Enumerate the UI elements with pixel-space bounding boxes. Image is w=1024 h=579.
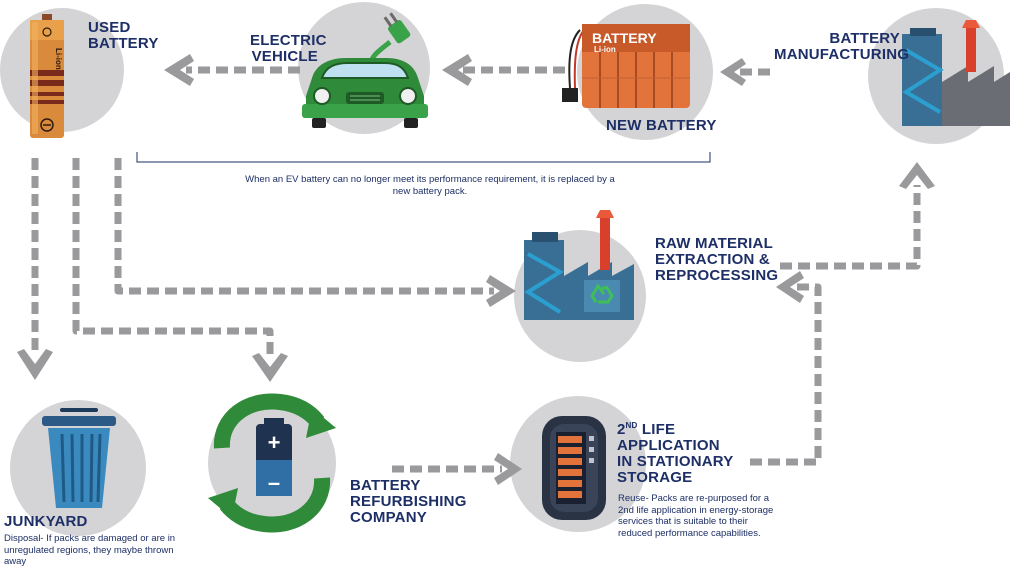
battery-pack-subtitle: Li-ion — [594, 45, 616, 54]
used-battery-li-ion: Li-ion — [54, 48, 63, 70]
arrowhead-to-used-battery — [164, 54, 194, 86]
recycling-factory-icon — [524, 210, 634, 320]
note-bracket — [136, 152, 711, 163]
arrow-used-battery-to-refurbishing — [72, 158, 274, 358]
refurbish-icon: + – — [208, 393, 336, 533]
new-battery-title: NEW BATTERY — [606, 117, 717, 134]
minus-icon: – — [268, 470, 280, 495]
arrowhead-to-second-life — [494, 453, 522, 485]
battery-manufacturing-title: BATTERY MANUFACTURING — [774, 30, 910, 63]
plus-icon: + — [268, 430, 281, 455]
arrow-used-battery-to-raw-material — [114, 158, 494, 295]
second-life-title: 2ND LIFE APPLICATION IN STATIONARY STORA… — [617, 418, 733, 486]
arrowhead-to-manufacturing — [899, 162, 935, 189]
electric-vehicle-title: ELECTRIC VEHICLE — [250, 32, 327, 65]
replacement-note: When an EV battery can no longer meet it… — [245, 174, 615, 197]
recycle-icon — [590, 283, 614, 304]
arrowhead-to-new-battery — [720, 58, 746, 86]
arrow-second-life-to-raw-material — [750, 283, 822, 466]
trash-can-icon — [42, 408, 116, 508]
factory-icon — [902, 20, 1010, 126]
arrowhead-to-raw-material — [486, 275, 516, 307]
second-life-title-prefix: 2 — [617, 421, 626, 438]
raw-material-title: RAW MATERIAL EXTRACTION & REPROCESSING — [655, 235, 779, 284]
used-battery-icon: Li-ion — [30, 14, 64, 138]
battery-pack-icon: BATTERY Li-ion — [562, 24, 690, 108]
second-life-title-rest: LIFE APPLICATION IN STATIONARY STORAGE — [617, 421, 734, 486]
arrow-raw-material-to-manufacturing — [780, 185, 921, 270]
arrowheads — [17, 54, 935, 485]
arrowhead-to-vehicle — [442, 54, 472, 86]
junkyard-title: JUNKYARD — [4, 513, 88, 530]
battery-pack-title: BATTERY — [592, 30, 657, 46]
second-life-title-sup: ND — [625, 421, 638, 430]
junkyard-description: Disposal- If packs are damaged or are in… — [4, 533, 176, 567]
arrowhead-to-refurbishing — [252, 353, 288, 382]
arrows — [31, 66, 921, 473]
storage-unit-icon — [542, 416, 606, 520]
refurbishing-title: BATTERY REFURBISHING COMPANY — [350, 477, 467, 526]
used-battery-title: USED BATTERY — [88, 19, 159, 52]
arrowhead-to-junkyard — [17, 349, 53, 380]
arrowhead-second-life-to-raw — [776, 271, 804, 303]
second-life-description: Reuse- Packs are re-purposed for a 2nd l… — [618, 493, 774, 539]
electric-car-icon — [302, 12, 428, 128]
